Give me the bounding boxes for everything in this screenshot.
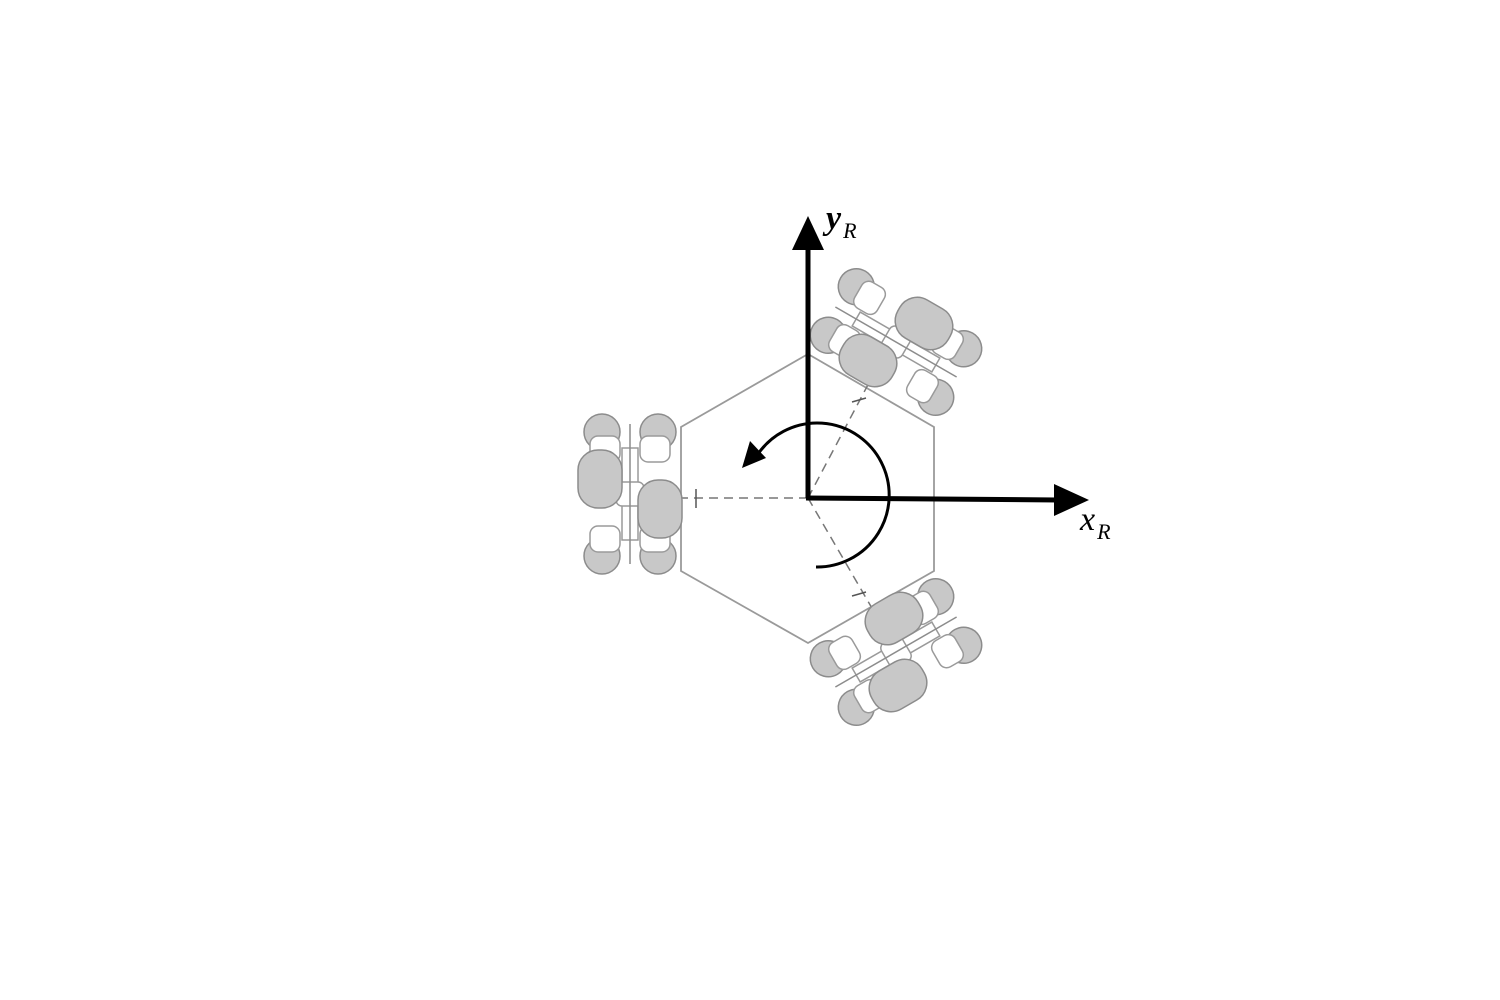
omni-wheel-left [577,413,683,575]
axis-line-bottom-right [807,497,881,623]
x-axis-subscript: R [1097,519,1111,544]
rotation-arrowhead [742,441,766,468]
x-axis-line [805,495,1059,503]
chassis-hexagon [680,352,935,645]
rotation-arc [756,421,891,569]
omni-wheel-top-right [799,256,993,428]
tick-marks [695,397,867,597]
y-axis-label: yR [826,202,857,242]
x-axis-symbol: x [1080,501,1096,538]
omni-wheel-bottom-right [799,566,993,738]
y-axis-arrowhead [792,216,824,250]
x-axis-label: xR [1080,503,1111,543]
y-axis-subscript: R [843,218,857,243]
x-axis-arrowhead [1054,484,1089,516]
y-axis-symbol: y [826,200,842,237]
